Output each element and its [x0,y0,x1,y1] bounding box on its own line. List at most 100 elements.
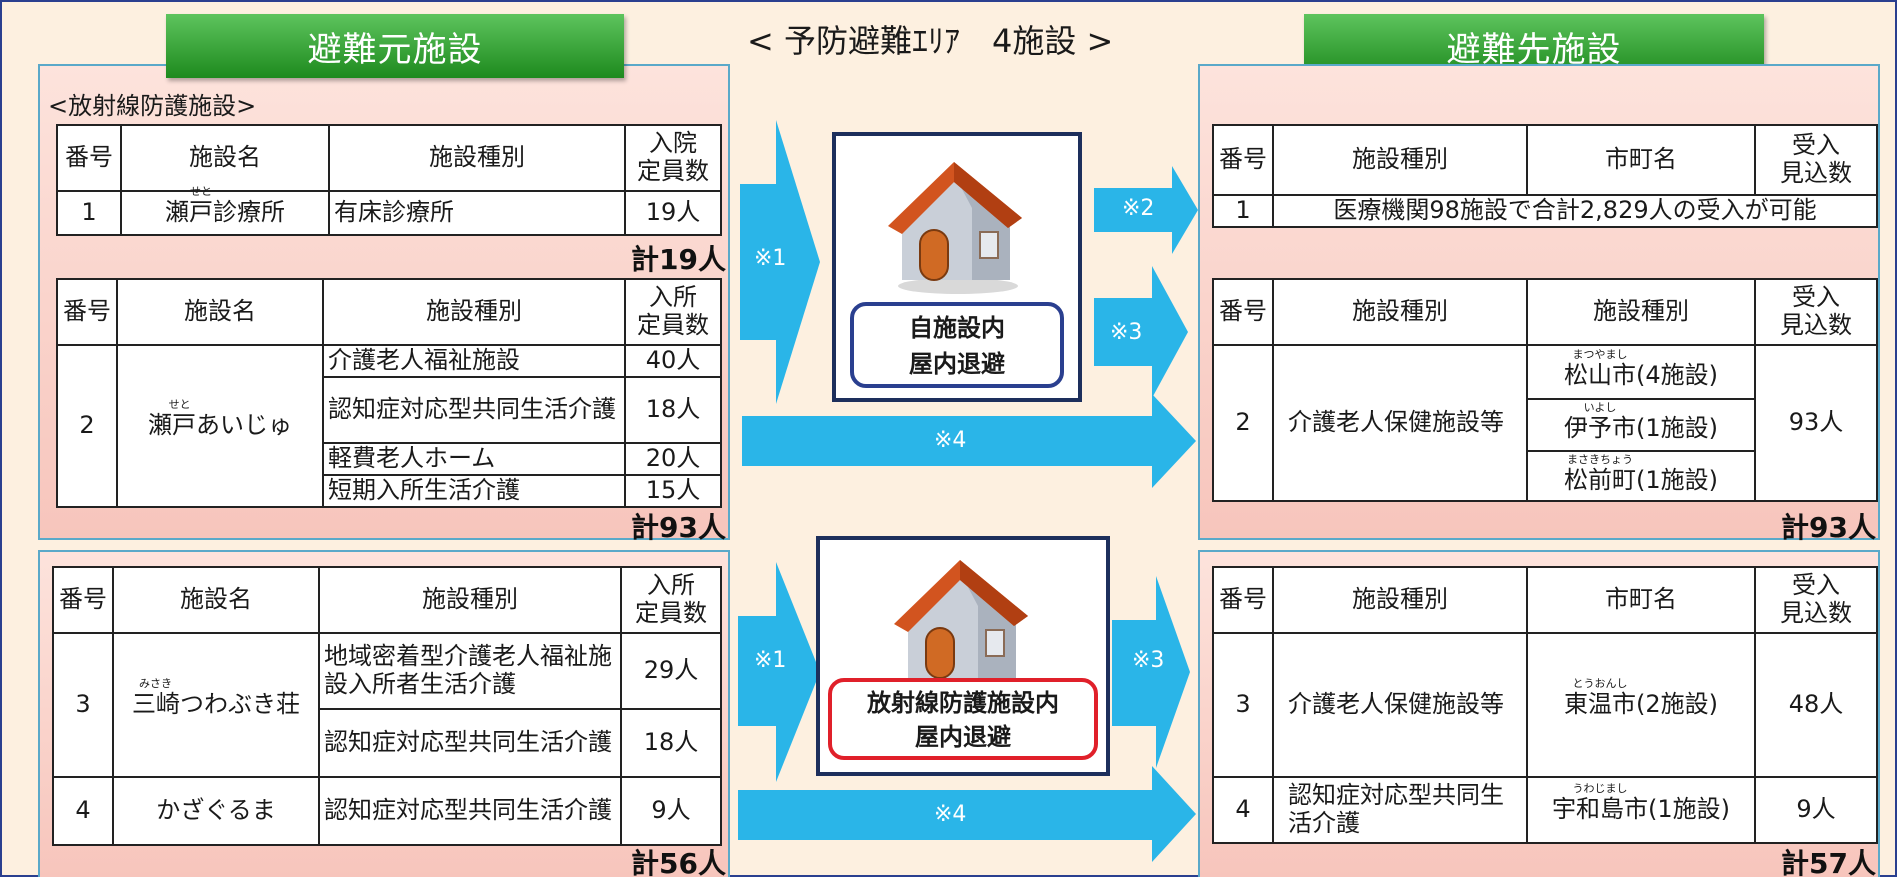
col-name: 施設名 [112,566,320,634]
facility-ruby: せと [168,398,191,412]
facility-name-text: 瀬戸あいじゅ [148,411,292,440]
city-name: 松前町 [1564,466,1636,495]
arrow-3-bottom [1112,620,1156,726]
capacity: 93人 [1754,344,1878,502]
shelter-label-top: 自施設内 屋内退避 [850,302,1064,388]
col-name: 施設名 [116,278,324,346]
source-table-2: 番号 施設名 施設種別 入所 定員数 2 せと瀬戸あいじゅ 介護老人福祉施設 4… [56,278,722,508]
row-number: 1 [56,190,122,236]
facility-type: 認知症対応型共同生活介護 [318,708,622,778]
arrow-4-bottom [738,790,1152,840]
city-count: (1施設) [1636,414,1718,443]
col-capacity: 受入 見込数 [1754,124,1878,196]
arrow-3-bottom-head [1156,576,1190,768]
city-name: 東温市 [1564,690,1636,719]
city-ruby: まさきちょう [1567,453,1633,467]
capacity: 9人 [620,776,722,846]
dest-table-1: 番号 施設種別 市町名 受入 見込数 1 医療機関98施設で合計2,829人の受… [1212,124,1878,228]
col-capacity: 受入 見込数 [1754,566,1878,634]
source-bottom-panel: 番号 施設名 施設種別 入所 定員数 3 みさき三崎つわぶき荘 地域密着型介護老… [38,550,730,877]
facility-type: 有床診療所 [328,190,626,236]
facility-type: 介護老人福祉施設 [322,344,626,378]
source-total-1: 計19人 [631,243,726,276]
divider [1528,398,1754,400]
facility-name-text: 三崎つわぶき荘 [132,690,300,719]
col-type: 施設種別 [1272,278,1528,346]
city-count: (4施設) [1636,361,1718,390]
capacity: 15人 [624,474,722,508]
row-number: 4 [1212,776,1274,844]
note-1-bottom: ※1 [754,648,787,673]
col-capacity: 受入 見込数 [1754,278,1878,346]
col-number: 番号 [52,566,114,634]
row-number: 4 [52,776,114,846]
capacity: 9人 [1754,776,1878,844]
row-number: 2 [1212,344,1274,502]
capacity: 18人 [620,708,722,778]
dest-table-3: 番号 施設種別 市町名 受入 見込数 3 介護老人保健施設等 とうおんし東温市(… [1212,566,1878,844]
col-type: 施設種別 [1272,566,1528,634]
col-city: 市町名 [1526,124,1756,196]
row-number: 3 [1212,632,1274,778]
col-type: 施設種別 [1272,124,1528,196]
capacity: 40人 [624,344,722,378]
arrow-2-head [1172,166,1198,254]
arrow-1-top-head [776,120,820,404]
col-number: 番号 [56,278,118,346]
facility-name: みさき三崎つわぶき荘 [112,632,320,778]
source-total-2: 計93人 [631,511,726,544]
col-capacity: 入所 定員数 [624,278,722,346]
house-icon [894,560,1028,692]
shelter-box-top: 自施設内 屋内退避 [832,132,1082,402]
source-table-1: 番号 施設名 施設種別 入院 定員数 1 せと瀬戸診療所 有床診療所 19人 [56,124,722,236]
city-list: まつやまし松山市(4施設) いよし伊予市(1施設) まさきちょう松前町(1施設) [1526,344,1756,502]
facility-type: 認知症対応型共同生活介護 [318,776,622,846]
row-number: 1 [1212,194,1274,228]
source-table-3: 番号 施設名 施設種別 入所 定員数 3 みさき三崎つわぶき荘 地域密着型介護老… [52,566,722,846]
source-total-3: 計56人 [631,847,726,877]
city-count: (1施設) [1648,795,1730,824]
arrow-1-bottom [738,616,776,726]
facility-name-text: 瀬戸診療所 [165,198,285,227]
note-3-bottom: ※3 [1132,648,1165,673]
source-top-panel: <放射線防護施設> 番号 施設名 施設種別 入院 定員数 1 せと瀬戸診療所 有… [38,64,730,544]
note-1-top: ※1 [754,246,787,271]
dest-bottom-panel: 番号 施設種別 市町名 受入 見込数 3 介護老人保健施設等 とうおんし東温市(… [1198,550,1880,877]
col-type: 施設種別 [322,278,626,346]
dest-table-2: 番号 施設種別 施設種別 受入 見込数 2 介護老人保健施設等 まつやまし松山市… [1212,278,1878,502]
note-3-top: ※3 [1110,320,1143,345]
city: うわじまし宇和島市(1施設) [1526,776,1756,844]
col-name: 施設名 [120,124,330,192]
col-type: 施設種別 [318,566,622,634]
city-item: まさきちょう松前町(1施設) [1528,452,1754,502]
city-count: (2施設) [1636,690,1718,719]
dest-total-2: 計57人 [1781,847,1876,877]
note-2: ※2 [1122,196,1155,221]
capacity: 48人 [1754,632,1878,778]
facility-type: 認知症対応型共同生活介護 [322,376,626,444]
col-city: 市町名 [1526,566,1756,634]
row-number: 3 [52,632,114,778]
city: とうおんし東温市(2施設) [1526,632,1756,778]
medical-summary: 医療機関98施設で合計2,829人の受入が可能 [1272,194,1878,228]
facility-type: 地域密着型介護老人福祉施設入所者生活介護 [318,632,622,710]
city-ruby: まつやまし [1572,348,1628,362]
col-capacity: 入所 定員数 [620,566,722,634]
city-ruby: うわじまし [1572,782,1628,796]
center-header: < 予防避難ｴﾘｱ 4施設 > [747,22,1114,60]
col-number: 番号 [1212,566,1274,634]
note-4-bottom: ※4 [934,802,967,827]
col-number: 番号 [1212,278,1274,346]
arrow-4-top-head [1152,394,1196,488]
arrow-3-top [1094,298,1152,366]
facility-type: 短期入所生活介護 [322,474,626,508]
capacity: 20人 [624,442,722,476]
divider [1528,450,1754,452]
arrow-4-top [742,416,1152,466]
city-name: 伊予市 [1564,414,1636,443]
city-name: 宇和島市 [1552,795,1648,824]
shelter-label-bottom: 放射線防護施設内 屋内退避 [828,678,1098,760]
facility-name: かざぐるま [112,776,320,846]
facility-name: せと瀬戸診療所 [120,186,330,236]
